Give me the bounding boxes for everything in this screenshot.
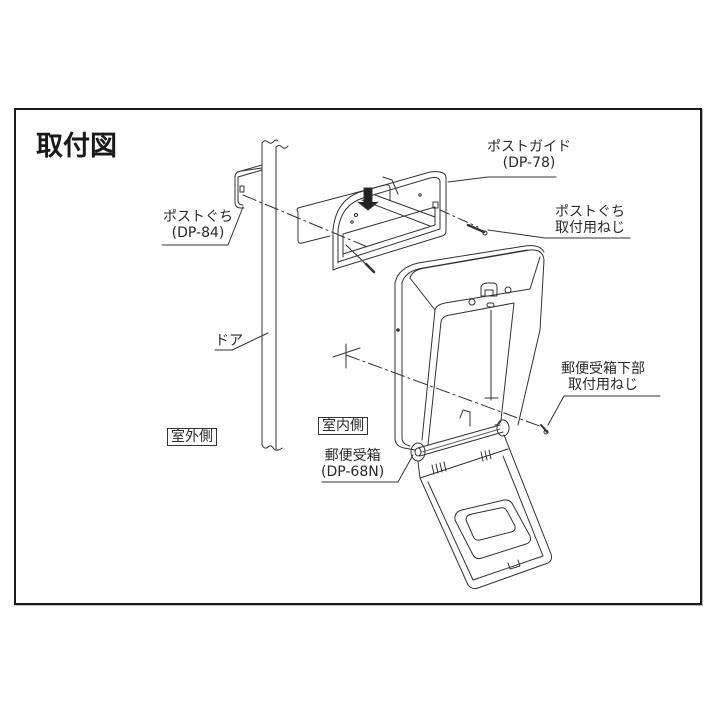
mailbox-lower-screw xyxy=(540,424,549,435)
door-panel xyxy=(261,139,289,451)
label-mailbox-name: 郵便受箱 xyxy=(324,448,381,464)
post-slot-part xyxy=(234,164,263,209)
label-outdoor-side: 室外側 xyxy=(167,428,217,446)
label-post-guide-model: (DP-78) xyxy=(502,155,556,171)
mailbox-lid xyxy=(417,434,553,590)
label-mailbox: 郵便受箱 (DP-68N) xyxy=(321,448,384,480)
center-line-guide xyxy=(439,209,479,228)
post-guide-part xyxy=(296,171,447,274)
label-post-slot-screw: ポストぐち 取付用ねじ xyxy=(555,204,625,236)
diagram-title: 取付図 xyxy=(36,131,117,162)
center-line-upper xyxy=(242,194,371,249)
label-post-guide: ポストガイド (DP-78) xyxy=(487,139,571,171)
label-post-slot-model: (DP-84) xyxy=(171,225,225,241)
leader-lines xyxy=(161,176,661,483)
label-mailbox-lower-screw: 郵便受箱下部 取付用ねじ xyxy=(561,361,645,393)
label-door: ドア xyxy=(215,333,243,349)
mailbox-body xyxy=(394,245,545,451)
diagram-frame xyxy=(14,108,702,605)
mailbox-hinge xyxy=(410,409,510,462)
dimension-arrow xyxy=(382,176,399,195)
center-line-lower xyxy=(332,343,546,429)
label-mailbox-lower-screw-line2: 取付用ねじ xyxy=(568,377,638,393)
label-post-guide-name: ポストガイド xyxy=(487,139,571,155)
label-post-slot: ポストぐち (DP-84) xyxy=(163,209,233,241)
label-post-slot-screw-line1: ポストぐち xyxy=(555,204,625,220)
label-mailbox-lower-screw-line1: 郵便受箱下部 xyxy=(561,361,645,377)
label-post-slot-name: ポストぐち xyxy=(163,209,233,225)
post-slot-screw xyxy=(466,223,488,236)
label-indoor-side: 室内側 xyxy=(318,417,368,435)
label-mailbox-model: (DP-68N) xyxy=(321,464,385,480)
label-post-slot-screw-line2: 取付用ねじ xyxy=(555,220,625,236)
